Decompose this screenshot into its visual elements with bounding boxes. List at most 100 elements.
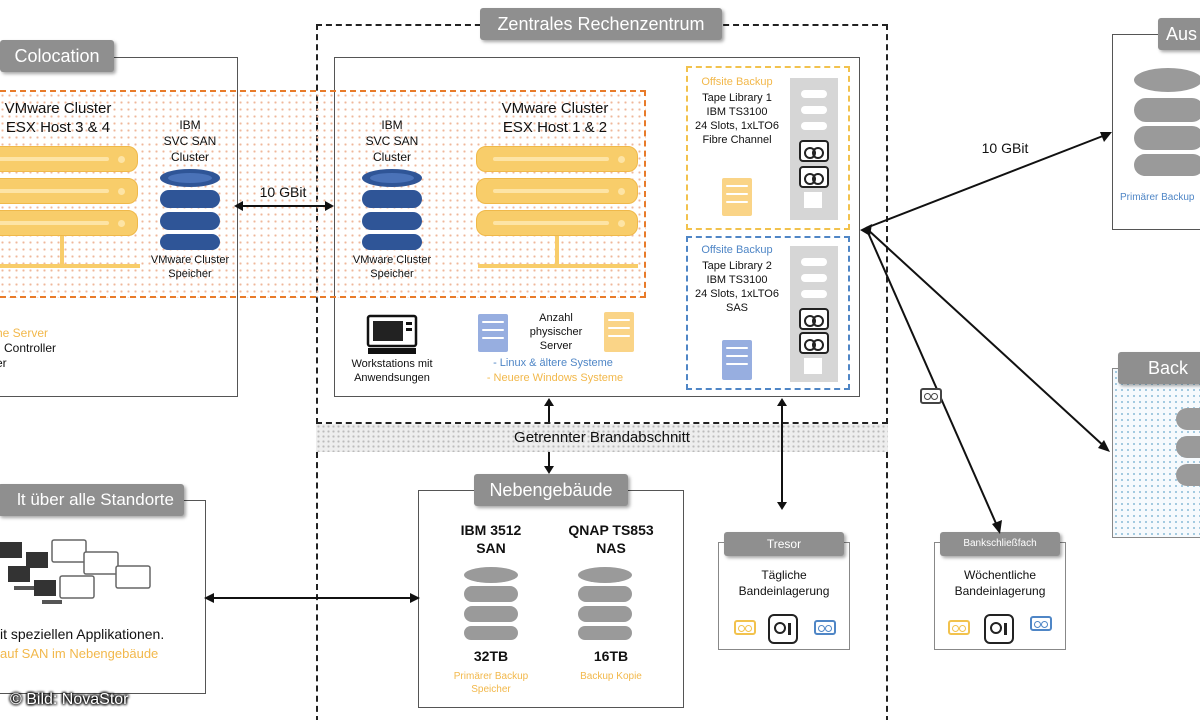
dc-cluster-title-1: VMware Cluster <box>501 100 609 117</box>
neben-b-name-1: QNAP TS853 <box>568 522 654 538</box>
colo-san-label-1: IBM <box>179 118 201 132</box>
dc-server-rack-3 <box>476 210 638 236</box>
backup1-line3: 24 Slots, 1xLTO6 <box>695 120 779 132</box>
dc-rack-base <box>478 264 638 268</box>
external-links <box>860 132 1112 534</box>
neben-a-size: 32TB <box>473 648 509 664</box>
colo-rack-stand <box>60 236 64 266</box>
servers-label-1: Anzahl <box>539 312 573 324</box>
neben-a-note-1: Primärer Backup <box>453 671 529 682</box>
nebengebaeude-panel <box>418 490 684 708</box>
servers-label-3: Server <box>539 340 573 352</box>
backup1-line2: IBM TS3100 <box>706 106 768 118</box>
colo-link-speed: 10 GBit <box>259 184 307 200</box>
right-top-title: Aus <box>1158 18 1200 50</box>
colo-storage-label-1: VMware Cluster <box>150 254 230 266</box>
datacenter-title: Zentrales Rechenzentrum <box>480 8 722 40</box>
colo-legend-2: Controller <box>4 341 57 355</box>
workstation-icon <box>366 314 418 354</box>
neben-b-note: Backup Kopie <box>580 671 642 682</box>
colo-datacenter-link <box>234 201 334 211</box>
fire-separation-label: Getrennter Brandabschnitt <box>514 429 690 446</box>
dc-storage-label-1: VMware Cluster <box>352 254 432 266</box>
server-icon-blue <box>478 314 508 352</box>
backup2-line1: Tape Library 2 <box>702 260 772 272</box>
right-top-note: Primärer Backup <box>1120 192 1195 203</box>
backup2-line3: 24 Slots, 1xLTO6 <box>695 288 779 300</box>
bank-tape-blue-icon <box>1030 616 1052 631</box>
bank-line2: Bandeinlagerung <box>954 584 1046 598</box>
servers-windows: - Neuere Windows Systeme <box>486 372 624 384</box>
dc-cluster-title-2: ESX Host 1 & 2 <box>502 119 608 136</box>
colo-server-rack-3 <box>0 210 138 236</box>
colo-database-icon <box>160 169 220 250</box>
workstation-label-1: Workstations mit <box>351 358 433 370</box>
backup2-line2: IBM TS3100 <box>706 274 768 286</box>
standorte-link <box>204 593 420 603</box>
dc-storage-label-2: Speicher <box>370 268 414 280</box>
bank-safe-icon <box>984 614 1014 644</box>
backup1-server-icon <box>722 178 752 216</box>
colo-san-label-2: SVC SAN <box>163 134 217 148</box>
workstation-label-2: Anwendsungen <box>354 372 430 384</box>
external-link-speed: 10 GBit <box>981 140 1029 156</box>
dc-san-label-3: Cluster <box>372 150 411 164</box>
image-credit: © Bild: NovaStor <box>10 691 129 708</box>
offsite-backup-1-box <box>686 66 850 230</box>
standorte-line2: auf SAN im Nebengebäude <box>0 646 159 661</box>
tresor-line2: Bandeinlagerung <box>738 584 830 598</box>
colo-server-rack-2 <box>0 178 138 204</box>
dc-san-label-2: SVC SAN <box>365 134 419 148</box>
right-mid-database-icon <box>1176 408 1200 486</box>
colo-cluster-title-2: ESX Host 3 & 4 <box>5 119 111 136</box>
dc-server-rack-1 <box>476 146 638 172</box>
neben-b-size: 16TB <box>593 648 629 664</box>
standorte-panel <box>0 500 206 694</box>
servers-label-2: physischer <box>529 326 583 338</box>
datacenter-arrows <box>544 398 787 510</box>
backup1-label: Offsite Backup <box>701 76 773 88</box>
dc-san-label-1: IBM <box>381 118 403 132</box>
tresor-safe-icon <box>768 614 798 644</box>
colocation-title: Colocation <box>0 40 114 72</box>
standorte-line1: it speziellen Applikationen. <box>0 626 165 642</box>
backup2-line4: SAS <box>725 302 748 314</box>
colo-cluster-title-1: VMware Cluster <box>4 100 112 117</box>
backup1-line4: Fibre Channel <box>702 134 772 146</box>
colo-legend-3: er <box>0 356 7 370</box>
bank-line1: Wöchentliche <box>963 568 1037 582</box>
tresor-tape-blue-icon <box>814 620 836 635</box>
tape-library-1-tower <box>790 78 838 220</box>
tresor-line1: Tägliche <box>761 568 807 582</box>
neben-a-note-2: Speicher <box>471 684 511 695</box>
standorte-computers-icon <box>0 539 151 604</box>
neben-san-database-icon <box>464 567 518 640</box>
tape-library-2-tower <box>790 246 838 382</box>
backup2-server-icon <box>722 340 752 380</box>
neben-b-name-2: NAS <box>596 540 626 556</box>
dc-rack-stand <box>555 236 559 266</box>
right-mid-title: Back <box>1118 352 1200 384</box>
fire-separation-band <box>316 424 888 452</box>
right-top-database-icon <box>1134 68 1200 176</box>
colo-server-rack-1 <box>0 146 138 172</box>
nebengebaeude-title: Nebengebäude <box>474 474 628 506</box>
standorte-title: lt über alle Standorte <box>0 484 184 516</box>
tresor-title: Tresor <box>724 532 844 556</box>
neben-a-name-2: SAN <box>476 540 506 556</box>
colo-storage-label-2: Speicher <box>168 268 212 280</box>
bank-title: Bankschließfach <box>940 532 1060 556</box>
servers-linux: - Linux & ältere Systeme <box>493 357 613 369</box>
dc-server-rack-2 <box>476 178 638 204</box>
dc-database-icon <box>362 169 422 250</box>
colo-legend-1: he Server <box>0 326 49 340</box>
transport-tape-icon <box>920 388 942 404</box>
bank-tape-yellow-icon <box>948 620 970 635</box>
lower-building-boundary <box>316 452 888 720</box>
tresor-tape-yellow-icon <box>734 620 756 635</box>
backup2-label: Offsite Backup <box>701 244 773 256</box>
backup1-line1: Tape Library 1 <box>702 92 772 104</box>
colo-rack-base <box>0 264 140 268</box>
server-icon-yellow <box>604 312 634 352</box>
neben-nas-database-icon <box>578 567 632 640</box>
